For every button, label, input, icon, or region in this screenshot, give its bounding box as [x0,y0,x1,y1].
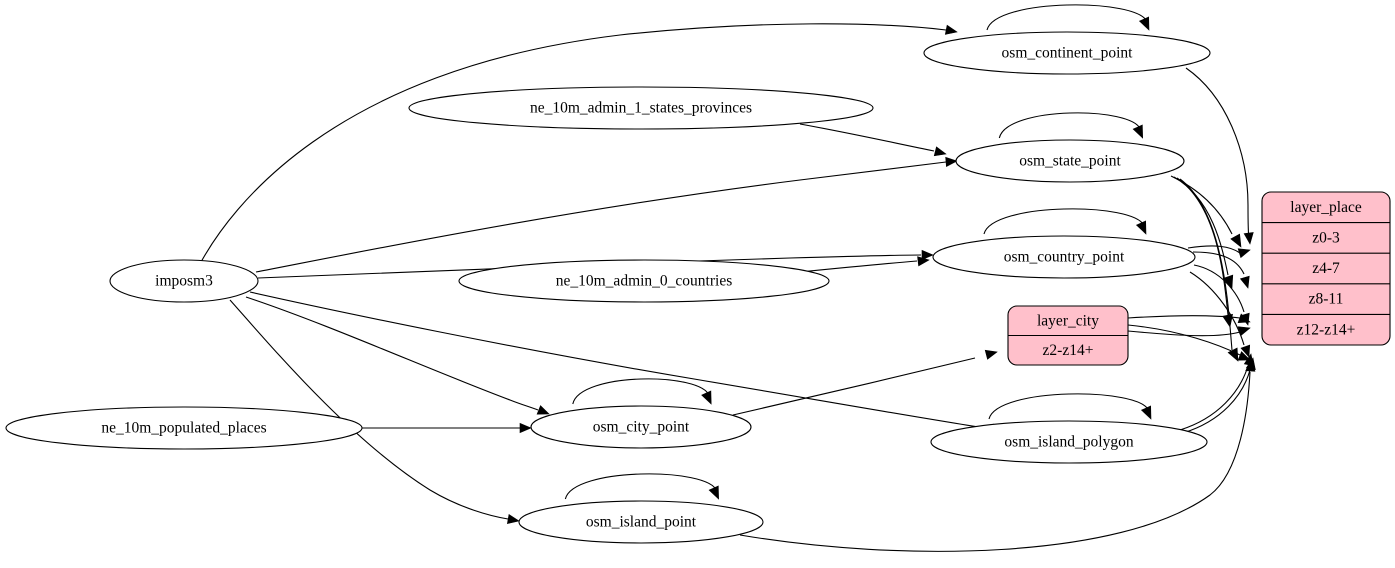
record-node-layer_place[interactable]: layer_place z0-3 z4-7 z8-11 z12-z14+ [1261,191,1391,346]
node-label: imposm3 [155,273,213,290]
edge-arrowhead [944,24,958,35]
edge-arrowhead [1132,124,1143,139]
edge-osm_continent_point-layer_place-z0-3 [1185,67,1250,241]
edge-arrowhead [1243,232,1254,245]
edge-arrowhead [1227,347,1239,362]
edge-layer_city-z8-11 [1127,315,1241,319]
record-row-z8-11[interactable]: z8-11 [1309,291,1344,308]
node-label: osm_state_point [1019,153,1121,170]
node-ne_10m_admin_1_states_provinces[interactable]: ne_10m_admin_1_states_provinces [408,86,874,130]
node-shape [955,139,1185,183]
edge-arrowhead [506,514,520,524]
edge-osm_country_point-z4-7 [1192,251,1245,275]
edge-arrowhead [708,485,719,500]
edge-imposm3-osm_city_point [245,296,539,411]
edge-selfloop-osm_country_point [983,208,1145,235]
node-label: osm_city_point [593,419,690,436]
node-shape [932,235,1196,279]
edge-arrowhead [1237,351,1251,361]
edge-imposm3-osm_island_polygon [249,291,992,430]
edge-arrowhead [1140,405,1152,420]
record-row-z4-7[interactable]: z4-7 [1312,260,1340,277]
edge-osm_state_point-z8-11 [1176,177,1229,316]
edge-arrowhead [1240,344,1251,358]
edge-osm_island_point-z12 [739,371,1251,552]
edge-arrowhead [1138,16,1150,31]
node-osm_island_point[interactable]: osm_island_point [518,500,764,544]
edge-arrowhead [984,349,998,360]
node-shape [5,406,363,450]
edge-arrowhead [1237,248,1251,259]
edge-arrowhead [536,405,550,415]
edge-osm_state_point-z12 [1179,178,1233,351]
node-shape [930,420,1208,464]
node-label: ne_10m_populated_places [101,420,266,437]
edge-arrowhead [1237,326,1251,337]
edge-arrowhead [917,256,930,267]
edge-arrowhead [945,156,958,167]
edge-arrowhead [1245,359,1256,372]
edge-selfloop-osm_state_point [998,112,1142,139]
node-osm_continent_point[interactable]: osm_continent_point [923,31,1211,75]
record-node-layer_city[interactable]: layer_city z2-z14+ [1007,305,1129,366]
node-shape [408,86,874,130]
node-label: osm_continent_point [1002,45,1134,62]
edge-osm_island_polygon-z12b [1182,369,1251,434]
edge-arrowhead [1135,220,1147,235]
edge-osm_country_point-z8-11 [1193,264,1245,313]
edge-osm_country_point-z0-3b [1187,245,1241,254]
node-shape [109,259,259,303]
edge-osm_country_point-z12 [1189,271,1245,346]
edge-states_provinces-osm_state_point [799,123,935,152]
edge-selfloop-osm_island_polygon [988,393,1150,420]
edge-selfloop-osm_city_point [572,378,710,405]
edge-imposm3-osm_continent_point [200,23,947,263]
node-imposm3[interactable]: imposm3 [109,259,259,303]
node-shape [923,31,1211,75]
edge-arrowhead [933,146,947,157]
record-row-z12-z14+[interactable]: z12-z14+ [1297,321,1356,338]
edge-imposm3-osm_state_point [255,161,947,273]
edge-osm_city_point-layer_city [732,357,976,416]
node-osm_island_polygon[interactable]: osm_island_polygon [930,420,1208,464]
edge-arrowhead [1222,274,1234,289]
edge-layer_city-z12 [1127,324,1241,356]
edge-arrowhead [519,422,532,434]
record-row-z2-z14+[interactable]: z2-z14+ [1043,342,1094,359]
node-label: ne_10m_admin_1_states_provinces [530,100,752,117]
node-label: osm_island_polygon [1004,434,1133,451]
edge-osm_island_polygon-z12 [1179,365,1249,431]
edge-countries-osm_country_point [799,260,918,273]
node-osm_city_point[interactable]: osm_city_point [530,405,752,449]
edge-arrowhead [1239,275,1250,289]
node-shape [458,259,830,303]
record-header-label: layer_city [1037,312,1099,329]
edge-arrowhead [921,249,934,261]
edge-arrowhead [1237,313,1251,324]
node-shape [518,500,764,544]
node-shape [530,405,752,449]
edge-layer_city-z8b [1127,330,1241,337]
node-ne_10m_populated_places[interactable]: ne_10m_populated_places [5,406,363,450]
edge-arrowhead [701,390,712,405]
edge-arrowhead [1230,233,1242,248]
edge-selfloop-osm_continent_point [986,4,1148,31]
record-row-z0-3[interactable]: z0-3 [1312,229,1340,246]
node-ne_10m_admin_0_countries[interactable]: ne_10m_admin_0_countries [458,259,830,303]
record-header-label: layer_place [1290,199,1362,216]
node-osm_state_point[interactable]: osm_state_point [955,139,1185,183]
node-label: osm_country_point [1004,249,1125,266]
node-label: osm_island_point [586,514,697,531]
node-layer: imposm3 ne_10m_admin_1_states_provincesne… [5,31,1391,544]
edge-selfloop-osm_island_point [564,473,718,500]
node-label: ne_10m_admin_0_countries [556,273,733,290]
edge-imposm3-osm_island_point [229,299,509,520]
node-osm_country_point[interactable]: osm_country_point [932,235,1196,279]
record-body [1261,191,1391,346]
